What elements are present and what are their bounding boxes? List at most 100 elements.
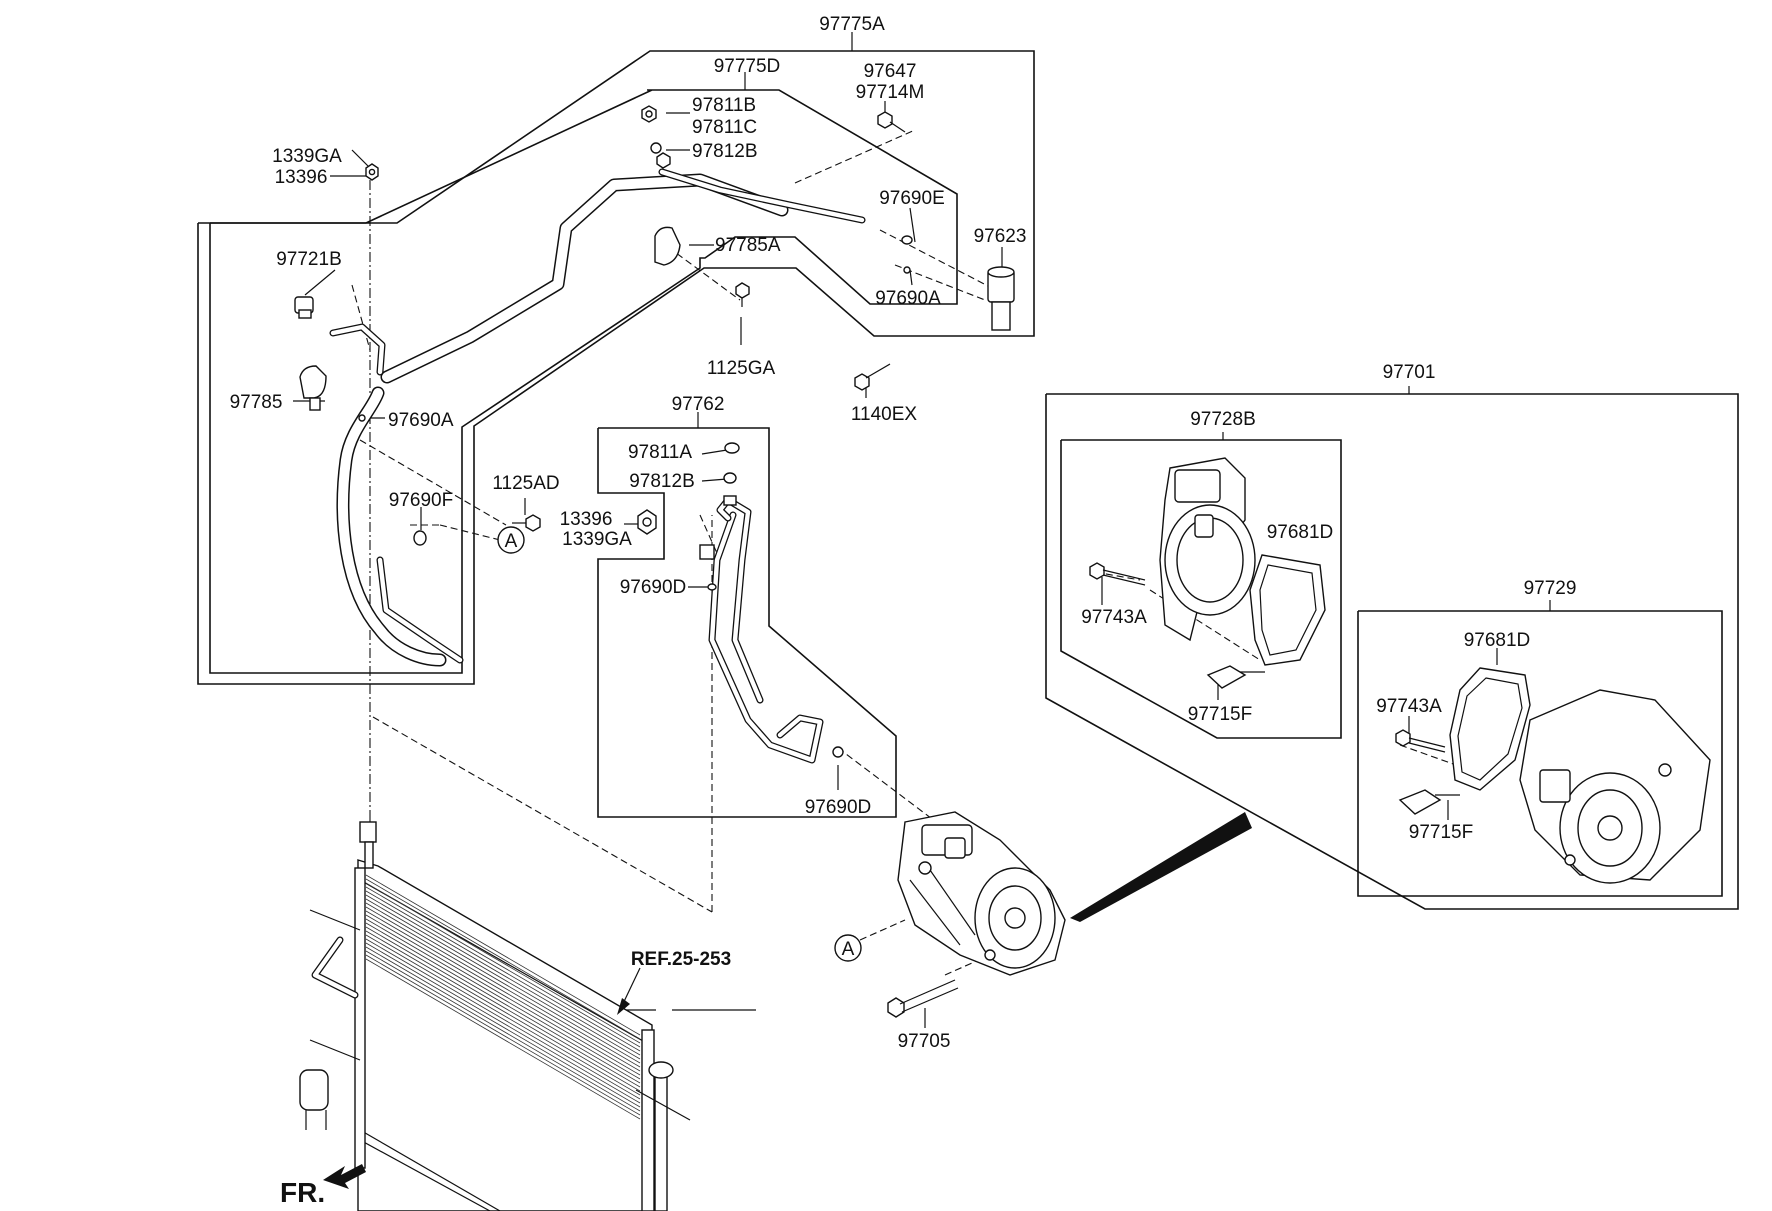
label-97681D-b: 97681D bbox=[1464, 630, 1531, 651]
compressor-97729 bbox=[1519, 689, 1711, 884]
orientation-label: FR. bbox=[280, 1177, 325, 1208]
condenser-fin bbox=[365, 942, 641, 1104]
bolt-97705 bbox=[887, 979, 959, 1018]
o-rings bbox=[358, 235, 913, 758]
label-97681D-a: 97681D bbox=[1267, 522, 1334, 543]
condenser-fin bbox=[365, 878, 641, 1040]
nut-97811A bbox=[724, 442, 740, 454]
bolt-1125AD bbox=[512, 514, 541, 532]
condenser-fin bbox=[365, 914, 641, 1076]
label-97647: 97647 bbox=[864, 61, 917, 82]
label-13396-mid: 13396 bbox=[560, 509, 613, 530]
box-97728B bbox=[1060, 439, 1342, 739]
label-97714M: 97714M bbox=[856, 82, 925, 103]
label-97762: 97762 bbox=[672, 394, 725, 415]
sensor-97715F-b bbox=[1398, 789, 1460, 815]
label-97812B-top: 97812B bbox=[692, 141, 758, 162]
nut-13396-top bbox=[365, 163, 379, 181]
bolt-97714M bbox=[877, 111, 906, 133]
bolt-1125GA bbox=[735, 282, 750, 307]
nut-97812B-top bbox=[650, 142, 671, 169]
condenser-fin bbox=[365, 886, 641, 1048]
bolt-97743A-a bbox=[1089, 562, 1146, 586]
condenser-fin bbox=[365, 902, 641, 1064]
label-97690A-left: 97690A bbox=[388, 410, 454, 431]
label-97728B: 97728B bbox=[1190, 409, 1256, 430]
box-97701 bbox=[1045, 393, 1739, 910]
label-97690E: 97690E bbox=[879, 188, 945, 209]
label-97743A-b: 97743A bbox=[1376, 696, 1442, 717]
gasket-97681D-b bbox=[1449, 667, 1531, 791]
clamp-97785 bbox=[299, 365, 327, 411]
condenser-fin bbox=[365, 922, 641, 1084]
bracket-97785-block bbox=[699, 544, 715, 560]
clamp-97785A bbox=[654, 226, 681, 266]
label-97775D: 97775D bbox=[714, 56, 781, 77]
box-97775A bbox=[197, 50, 1035, 685]
label-97811A: 97811A bbox=[628, 442, 692, 463]
label-97811C: 97811C bbox=[692, 117, 757, 138]
nut-97812B-mid bbox=[723, 472, 737, 506]
condenser-fin bbox=[365, 882, 641, 1044]
label-97690A-top: 97690A bbox=[875, 288, 941, 309]
label-1125GA: 1125GA bbox=[707, 358, 776, 379]
clutch-housing-97728B bbox=[1159, 457, 1256, 642]
compressor-main bbox=[897, 811, 1066, 976]
condenser-fin bbox=[365, 918, 641, 1080]
condenser-fin bbox=[365, 894, 641, 1056]
box-97729 bbox=[1357, 610, 1723, 897]
condenser-fin bbox=[365, 934, 641, 1096]
condenser-fins bbox=[365, 874, 641, 1120]
condenser-fin bbox=[365, 930, 641, 1092]
sensor-97715F-a bbox=[1206, 665, 1265, 689]
connector-marker-label: A bbox=[505, 531, 518, 552]
condenser-fin bbox=[365, 954, 641, 1116]
label-97623: 97623 bbox=[974, 226, 1027, 247]
harness-strip bbox=[1070, 812, 1252, 922]
label-97690D-bot: 97690D bbox=[805, 797, 872, 818]
label-97729: 97729 bbox=[1524, 578, 1577, 599]
label-97721B: 97721B bbox=[276, 249, 342, 270]
label-1125AD: 1125AD bbox=[492, 473, 559, 494]
gasket-97681D-a bbox=[1249, 554, 1326, 666]
liquid-pipe bbox=[708, 496, 824, 764]
label-97785: 97785 bbox=[230, 392, 283, 413]
ref-arrow-icon bbox=[617, 967, 641, 1015]
label-97743A-a: 97743A bbox=[1081, 607, 1147, 628]
label-1339GA-mid: 1339GA bbox=[562, 529, 632, 550]
condenser-fin bbox=[365, 906, 641, 1068]
condenser-fin bbox=[365, 950, 641, 1112]
condenser-fin bbox=[365, 958, 641, 1120]
box-97762 bbox=[597, 427, 897, 818]
labels: 97775A 97775D 97701 97728B 97729 97762 9… bbox=[230, 14, 1577, 1208]
label-97701: 97701 bbox=[1383, 362, 1436, 383]
label-97785A: 97785A bbox=[715, 235, 781, 256]
connector-marker-lower: A bbox=[834, 934, 862, 962]
label-97715F-a: 97715F bbox=[1188, 704, 1252, 725]
label-1339GA-top: 1339GA bbox=[272, 146, 342, 167]
label-97715F-b: 97715F bbox=[1409, 822, 1473, 843]
box-97775D bbox=[209, 89, 958, 674]
condenser-fin bbox=[365, 874, 641, 1036]
label-1140EX: 1140EX bbox=[851, 404, 918, 425]
label-97775A: 97775A bbox=[819, 14, 885, 35]
connector-marker-upper: A bbox=[497, 526, 525, 554]
front-arrow-icon bbox=[323, 1164, 366, 1189]
suction-hose bbox=[329, 168, 866, 667]
condenser-fin bbox=[365, 898, 641, 1060]
bolt-1140EX bbox=[854, 363, 891, 391]
condenser-fin bbox=[365, 938, 641, 1100]
connector-97721B bbox=[294, 296, 314, 319]
condenser bbox=[299, 821, 691, 1211]
label-13396-top: 13396 bbox=[275, 167, 328, 188]
condenser-fin bbox=[365, 926, 641, 1088]
nut-13396-mid bbox=[637, 509, 657, 535]
connector-marker-label: A bbox=[842, 939, 855, 960]
condenser-fin bbox=[365, 946, 641, 1108]
label-97690F: 97690F bbox=[389, 490, 453, 511]
condenser-fin bbox=[365, 910, 641, 1072]
label-97705: 97705 bbox=[898, 1031, 951, 1052]
expansion-valve-97623 bbox=[987, 266, 1015, 331]
bolt-97743A-b bbox=[1395, 729, 1446, 753]
